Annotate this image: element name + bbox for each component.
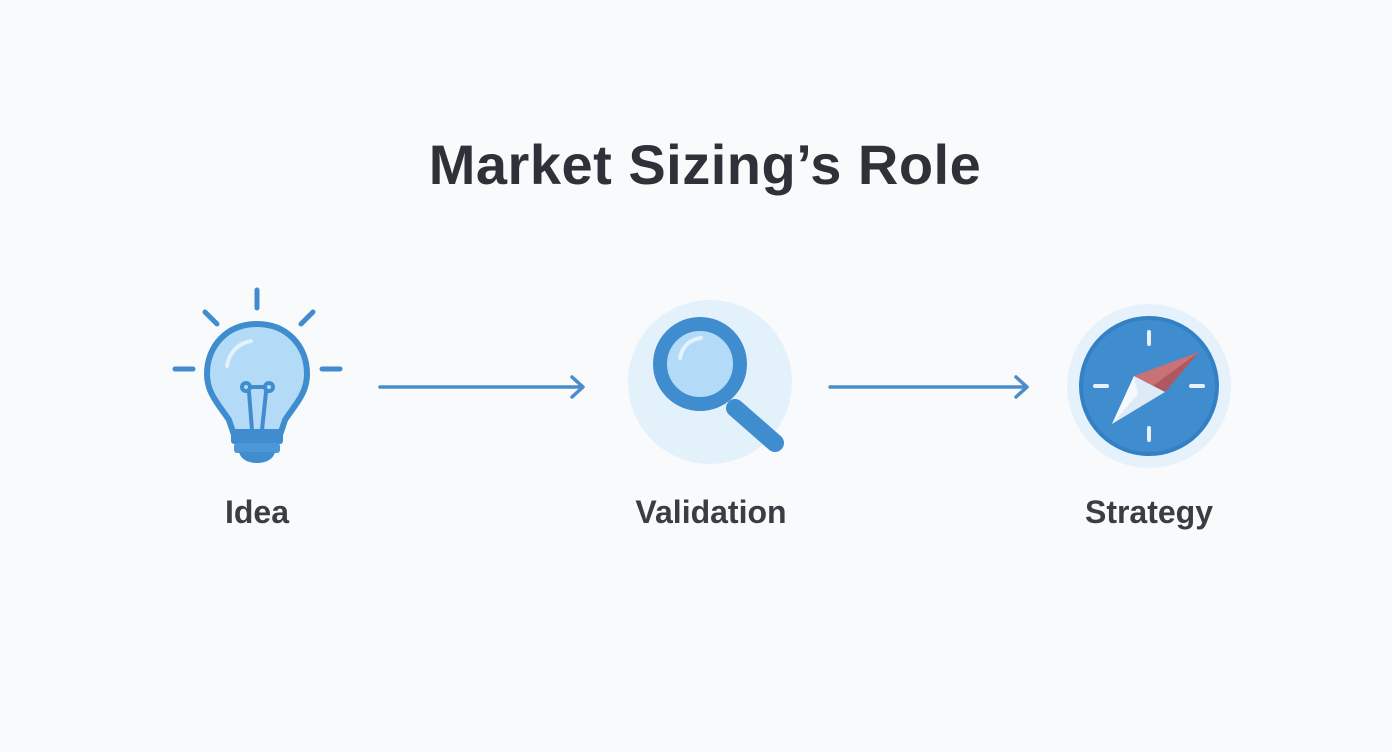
magnifying-glass-icon	[628, 300, 792, 464]
lightbulb-icon	[172, 287, 343, 463]
step-label-validation: Validation	[635, 494, 787, 530]
arrow-right-icon	[828, 375, 1029, 399]
compass-icon	[1067, 304, 1231, 468]
step-label-strategy: Strategy	[1084, 494, 1214, 530]
arrow-right-icon	[378, 375, 585, 399]
step-label-idea: Idea	[224, 494, 290, 530]
diagram-title: Market Sizing’s Role	[428, 133, 982, 196]
